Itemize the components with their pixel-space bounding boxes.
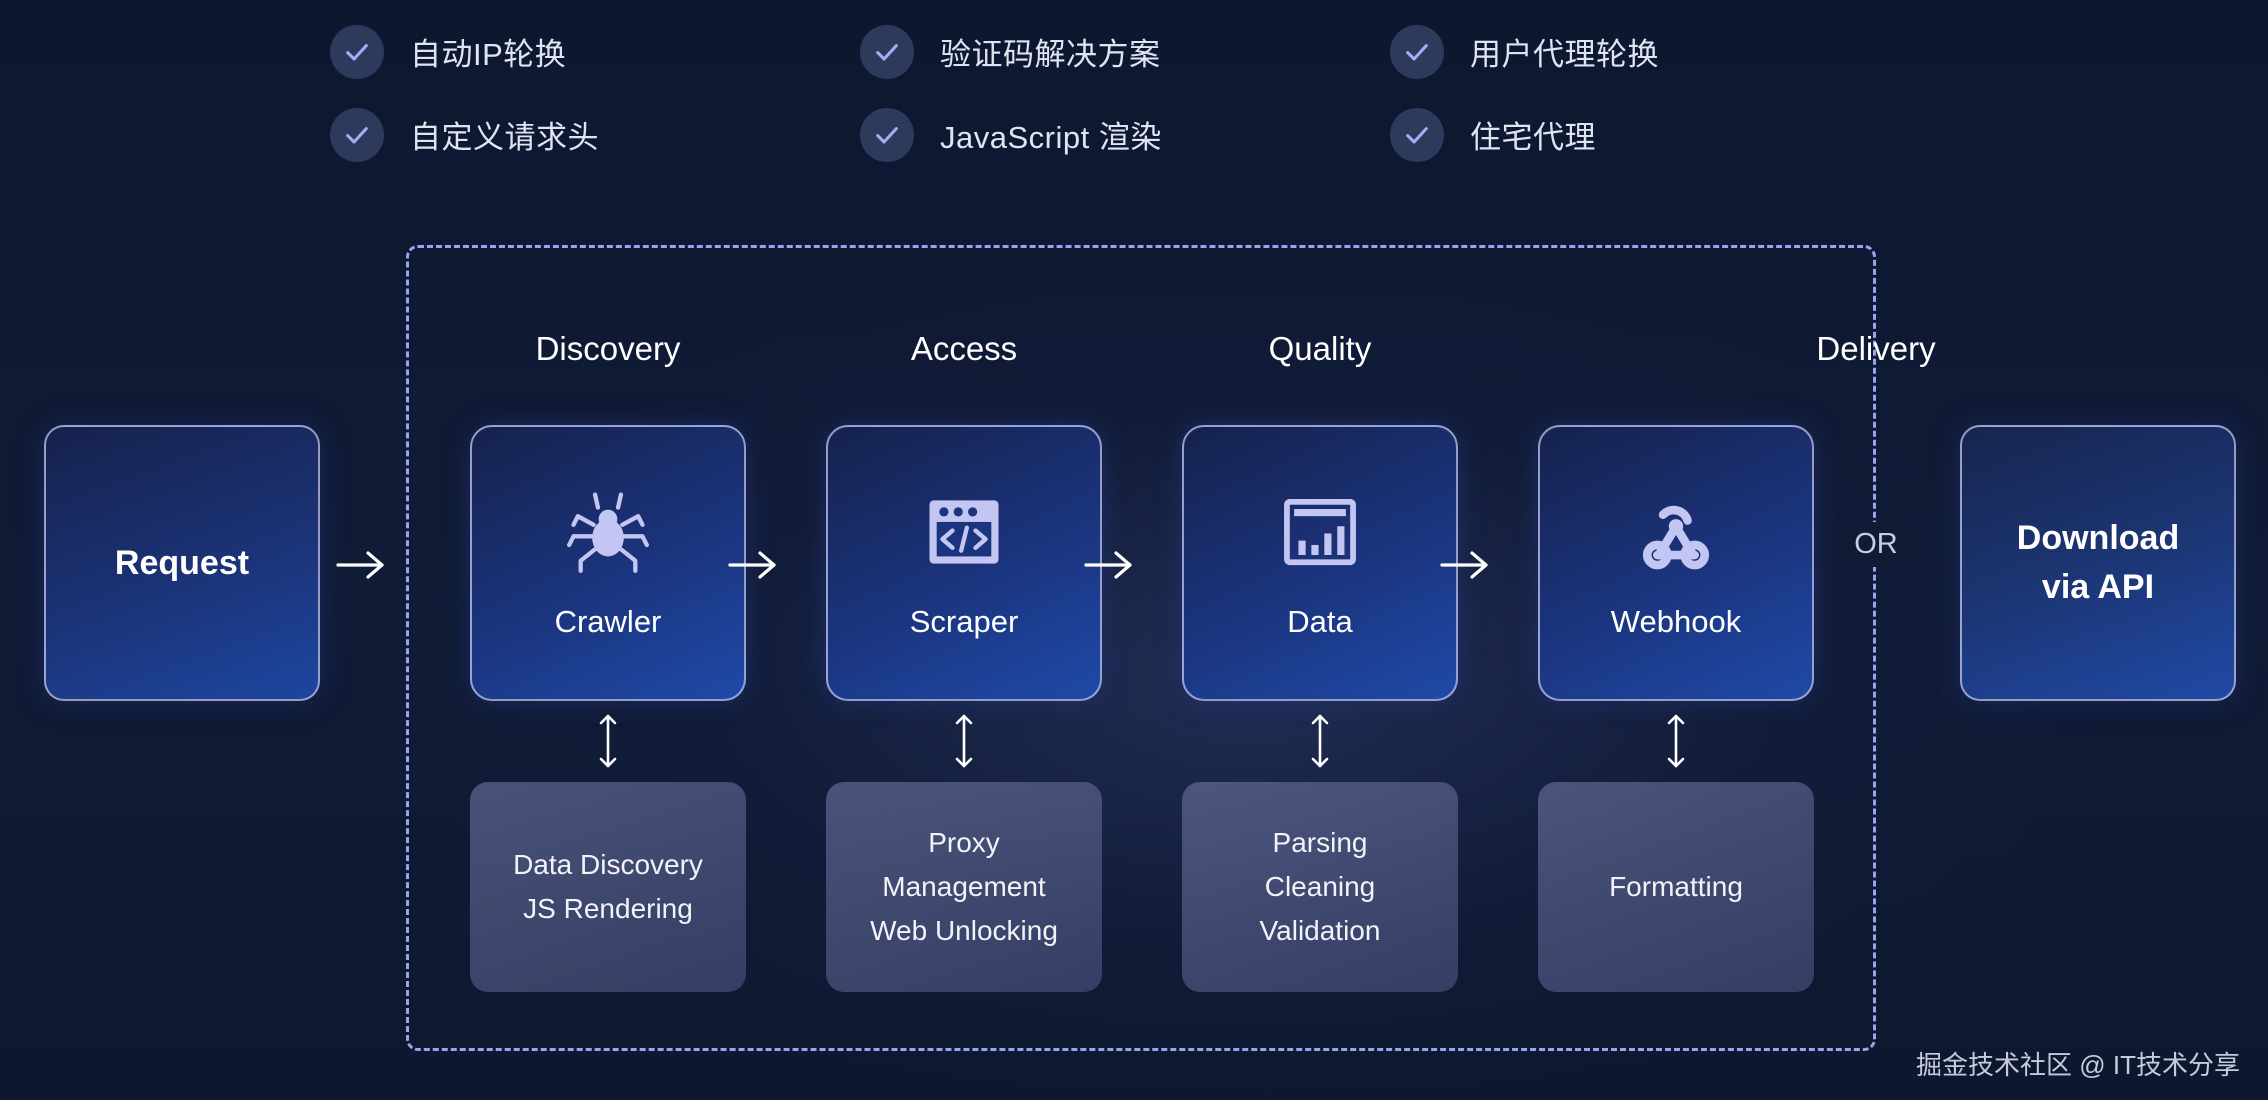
- check-icon: [860, 107, 914, 162]
- detail-line: Parsing: [1272, 827, 1368, 858]
- check-icon: [1390, 24, 1444, 79]
- detail-line: Web Unlocking: [870, 915, 1058, 946]
- detail-line: Cleaning: [1264, 871, 1376, 902]
- feature-item: 住宅代理: [1390, 107, 1920, 162]
- check-icon: [330, 107, 384, 162]
- pipeline-card-label: Crawler: [554, 604, 662, 639]
- detail-box-scraper: Proxy Management Web Unlocking: [826, 782, 1102, 992]
- feature-label: 住宅代理: [1470, 120, 1596, 155]
- detail-line: Formatting: [1609, 871, 1743, 902]
- detail-line: Data Discovery: [513, 849, 703, 880]
- stage-label-discovery: Discovery: [535, 330, 681, 367]
- pipeline-card-label: Webhook: [1610, 604, 1742, 639]
- code-window-icon: [918, 486, 1010, 578]
- feature-checklist: 自动IP轮换 验证码解决方案 用户代理轮换 自定义请求头 JavaScript: [330, 10, 2050, 175]
- pipeline-card-crawler[interactable]: Crawler: [470, 425, 746, 701]
- arrow-up-down-icon: [1659, 710, 1693, 772]
- watermark: 掘金技术社区 @ IT技术分享: [1916, 1050, 2240, 1080]
- bar-chart-icon: [1274, 486, 1366, 578]
- pipeline-card-scraper[interactable]: Scraper: [826, 425, 1102, 701]
- detail-line: JS Rendering: [523, 893, 693, 924]
- check-icon: [330, 24, 384, 79]
- download-label-line2: via API: [2041, 568, 2155, 606]
- arrow-up-down-icon: [1303, 710, 1337, 772]
- arrow-right-icon: [1436, 545, 1496, 585]
- arrow-right-icon: [724, 545, 784, 585]
- arrow-right-icon: [1080, 545, 1140, 585]
- detail-box-webhook: Formatting: [1538, 782, 1814, 992]
- spider-icon: [562, 486, 654, 578]
- detail-line: Validation: [1259, 915, 1381, 946]
- arrow-up-down-icon: [591, 710, 625, 772]
- request-node[interactable]: Request: [44, 425, 320, 701]
- webhook-icon: [1630, 486, 1722, 578]
- stage-label-quality: Quality: [1268, 330, 1372, 367]
- arrow-up-down-icon: [947, 710, 981, 772]
- stage-label-delivery: Delivery: [1816, 330, 1936, 367]
- pipeline-card-webhook[interactable]: Webhook: [1538, 425, 1814, 701]
- check-icon: [860, 24, 914, 79]
- pipeline-card-label: Data: [1287, 604, 1353, 639]
- pipeline-card-data[interactable]: Data: [1182, 425, 1458, 701]
- check-icon: [1390, 107, 1444, 162]
- detail-box-data: Parsing Cleaning Validation: [1182, 782, 1458, 992]
- feature-item: 自动IP轮换: [330, 24, 860, 79]
- feature-label: 用户代理轮换: [1470, 37, 1659, 72]
- feature-item: 验证码解决方案: [860, 24, 1390, 79]
- feature-item: 自定义请求头: [330, 107, 860, 162]
- detail-line: Proxy: [928, 827, 1000, 858]
- feature-item: 用户代理轮换: [1390, 24, 1920, 79]
- feature-label: JavaScript 渲染: [940, 120, 1162, 155]
- stage-label-access: Access: [910, 330, 1018, 367]
- detail-box-crawler: Data Discovery JS Rendering: [470, 782, 746, 992]
- feature-label: 自定义请求头: [410, 120, 599, 155]
- pipeline-card-label: Scraper: [909, 604, 1019, 639]
- feature-label: 验证码解决方案: [940, 37, 1161, 72]
- request-label: Request: [114, 543, 250, 582]
- arrow-right-icon: [332, 545, 392, 585]
- download-via-api-node[interactable]: Download via API: [1960, 425, 2236, 701]
- or-divider-label: OR: [1836, 522, 1916, 567]
- feature-item: JavaScript 渲染: [860, 107, 1390, 162]
- feature-label: 自动IP轮换: [410, 37, 567, 72]
- stage-label-row: Discovery Access Quality Delivery: [0, 330, 2268, 378]
- pipeline-boundary: [406, 245, 1876, 1051]
- detail-line: Management: [882, 871, 1046, 902]
- download-label-line1: Download: [2016, 519, 2180, 557]
